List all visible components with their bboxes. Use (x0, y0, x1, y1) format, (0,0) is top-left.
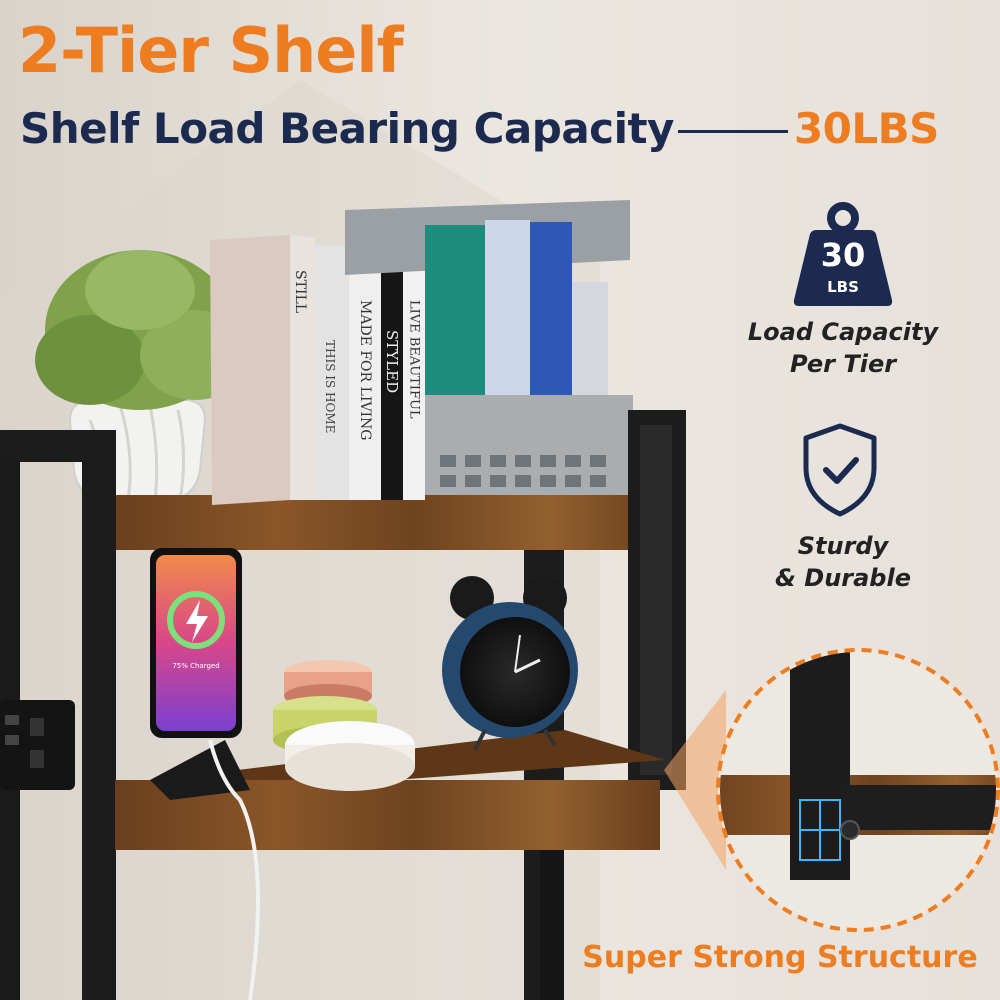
subtitle-separator (677, 130, 788, 133)
alarm-clock (442, 576, 578, 751)
feature-line: Per Tier (789, 350, 897, 378)
capacity-value: 30LBS (793, 104, 939, 153)
feature-line: Load Capacity (747, 318, 939, 346)
book-spine-still: STILL (292, 270, 308, 313)
weight-unit: LBS (827, 278, 859, 296)
feature-load-capacity: Load Capacity Per Tier (733, 316, 953, 380)
file-organizer (345, 200, 633, 495)
book-spine-made-for-living: MADE FOR LIVING (357, 300, 373, 440)
shield-check-icon (803, 423, 877, 517)
feature-line: Sturdy (797, 532, 889, 560)
page-title: 2-Tier Shelf (18, 14, 404, 87)
book-spine-styled: STYLED (383, 330, 401, 393)
book-spine-live-beautiful: LIVE BEAUTIFUL (407, 300, 422, 419)
books (210, 230, 425, 505)
phone-with-stand: 75% Charged (150, 548, 260, 1000)
washi-tapes (273, 660, 415, 791)
load-capacity-heading: Shelf Load Bearing Capacity 30LBS (20, 104, 939, 153)
detail-zoom-circle (716, 648, 1000, 932)
weight-number: 30 (820, 236, 866, 274)
detail-caption: Super Strong Structure (582, 940, 978, 975)
zoom-pointer (664, 690, 726, 870)
phone-status-text: 75% Charged (172, 662, 219, 670)
weight-icon (793, 202, 893, 306)
feature-sturdy: Sturdy & Durable (733, 530, 953, 594)
book-spine-this-is-home: THIS IS HOME (323, 340, 337, 433)
subtitle-text: Shelf Load Bearing Capacity (20, 104, 674, 153)
feature-line: & Durable (774, 564, 911, 592)
power-strip (0, 700, 75, 790)
